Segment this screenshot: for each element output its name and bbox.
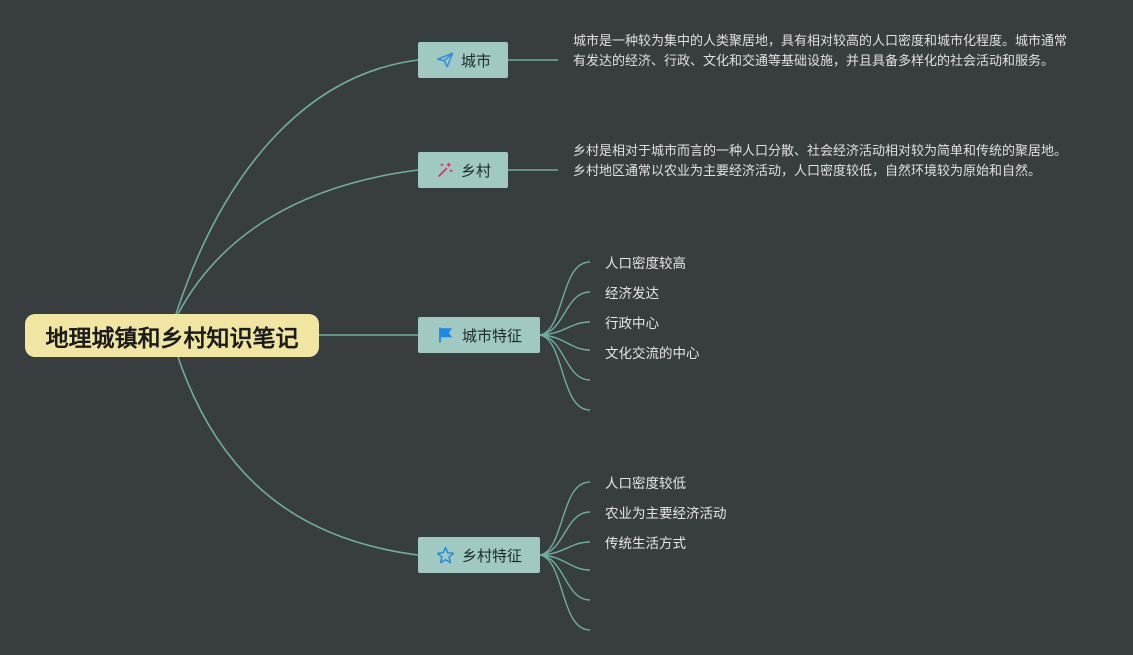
branch-city-features-label: 城市特征	[461, 326, 522, 345]
connector-root-city	[175, 59, 419, 315]
branch-city-label: 城市	[460, 51, 491, 70]
branch-village-features[interactable]: 乡村特征	[418, 537, 540, 573]
magic-wand-icon	[435, 160, 455, 180]
connector-root-village	[177, 169, 419, 315]
branch-city[interactable]: 城市	[418, 42, 508, 78]
village-feature-item[interactable]: 传统生活方式	[605, 536, 686, 552]
flag-icon	[436, 325, 456, 345]
village-features-leaf-connectors	[539, 481, 591, 631]
root-title: 地理城镇和乡村知识笔记	[45, 325, 299, 352]
paper-plane-icon	[435, 50, 455, 70]
city-features-leaf-connectors	[539, 261, 591, 411]
star-icon	[436, 545, 456, 565]
root-topic[interactable]: 地理城镇和乡村知识笔记	[25, 314, 319, 357]
village-description: 乡村是相对于城市而言的一种人口分散、社会经济活动相对较为简单和传统的聚居地。乡村…	[573, 144, 1068, 179]
city-feature-item[interactable]: 经济发达	[605, 286, 659, 302]
city-feature-item[interactable]: 文化交流的中心	[605, 346, 700, 362]
branch-village-features-label: 乡村特征	[461, 546, 522, 565]
branch-village[interactable]: 乡村	[418, 152, 508, 188]
city-feature-item[interactable]: 人口密度较高	[605, 256, 686, 272]
village-feature-item[interactable]: 农业为主要经济活动	[605, 506, 727, 522]
village-feature-item[interactable]: 人口密度较低	[605, 476, 686, 492]
city-description: 城市是一种较为集中的人类聚居地，具有相对较高的人口密度和城市化程度。城市通常有发…	[573, 34, 1068, 69]
branch-city-features[interactable]: 城市特征	[418, 317, 540, 353]
connector-root-village-features	[177, 356, 419, 556]
city-feature-item[interactable]: 行政中心	[605, 316, 659, 332]
branch-village-label: 乡村	[460, 161, 491, 180]
